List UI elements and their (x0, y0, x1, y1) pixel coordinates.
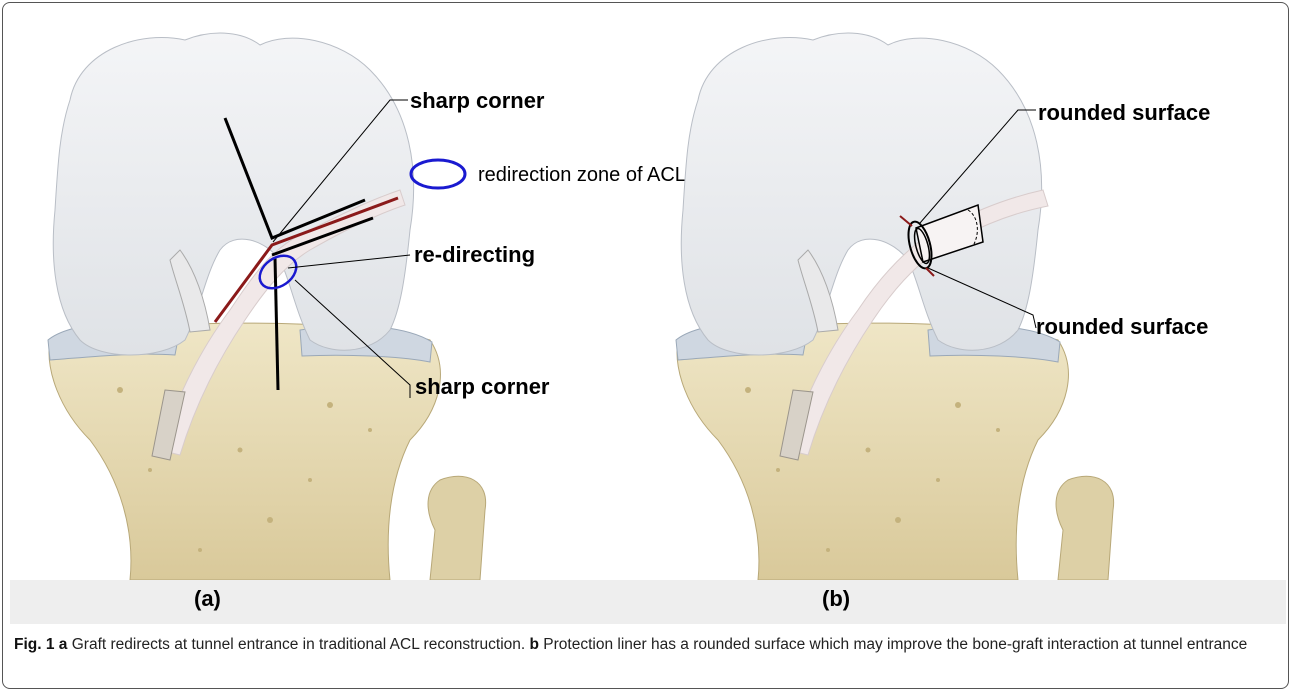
label-top-rounded: rounded surface (1038, 100, 1210, 125)
caption-b-letter: b (530, 636, 539, 653)
fibula-b (1056, 476, 1114, 580)
label-redirecting: re-directing (414, 242, 535, 267)
caption-a-text: Graft redirects at tunnel entrance in tr… (72, 636, 525, 653)
figure-illustration: sharp corner redirection zone of ACL gra… (10, 10, 1286, 580)
label-top-sharp-corner: sharp corner (410, 88, 545, 113)
sub-label-a: (a) (194, 586, 221, 612)
sub-label-b: (b) (822, 586, 850, 612)
label-bottom-rounded: rounded surface (1036, 314, 1208, 339)
legend-ellipse-icon (411, 160, 465, 188)
knee-b: rounded surface rounded surface (676, 33, 1210, 580)
caption-b-text: Protection liner has a rounded surface w… (543, 636, 1247, 653)
fibula-a (428, 476, 486, 580)
caption-a-letter: a (59, 636, 68, 653)
tibia-b (677, 323, 1068, 580)
caption-fig-label: Fig. 1 (14, 636, 54, 653)
label-bottom-sharp-corner: sharp corner (415, 374, 550, 399)
tibia-a (49, 323, 440, 580)
knee-a: sharp corner redirection zone of ACL gra… (48, 33, 731, 580)
figure-caption: Fig. 1 a Graft redirects at tunnel entra… (14, 634, 1264, 656)
